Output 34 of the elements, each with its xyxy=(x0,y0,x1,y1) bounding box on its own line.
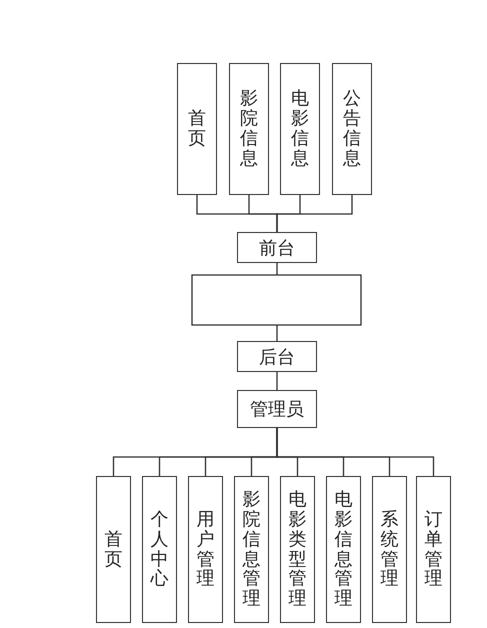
node-label: 系统管理 xyxy=(380,510,398,590)
module-box xyxy=(372,476,407,623)
connector-line xyxy=(276,372,278,390)
node-label: 前台 xyxy=(259,236,295,260)
node-label: 公告信息 xyxy=(343,89,361,169)
module-box xyxy=(280,476,315,623)
node-label: 首页 xyxy=(104,530,122,570)
module-box xyxy=(96,476,131,623)
node-label: 用户管理 xyxy=(196,510,214,590)
node-label: 电影信息管理 xyxy=(334,490,352,609)
process-box xyxy=(237,390,317,428)
module-box xyxy=(332,63,372,195)
module-box xyxy=(177,63,217,195)
module-box xyxy=(280,63,320,195)
node-label: 电影信息 xyxy=(291,89,309,169)
connector-line xyxy=(191,262,362,342)
module-box xyxy=(188,476,223,623)
module-box xyxy=(142,476,177,623)
connector-line xyxy=(276,195,353,232)
node-label: 影院信息管理 xyxy=(242,490,260,609)
node-label: 订单管理 xyxy=(424,510,442,590)
process-box xyxy=(237,341,317,372)
node-label: 管理员 xyxy=(250,398,304,421)
connector-line xyxy=(276,428,434,476)
module-box xyxy=(229,63,269,195)
node-label: 后台 xyxy=(259,346,295,368)
node-label: 首页 xyxy=(188,109,206,149)
module-box xyxy=(416,476,451,623)
process-box xyxy=(237,232,317,263)
node-label: 电影类型管理 xyxy=(288,490,306,609)
node-label: 影院信息 xyxy=(240,89,258,169)
node-label: 个人中心 xyxy=(150,510,168,590)
module-box xyxy=(234,476,269,623)
module-box xyxy=(326,476,361,623)
